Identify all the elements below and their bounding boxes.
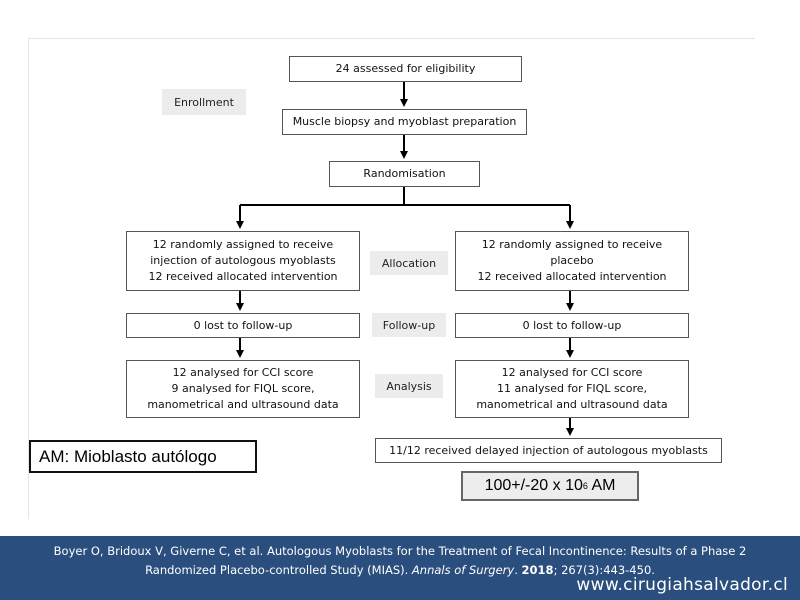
assessed-text: 24 assessed for eligibility bbox=[335, 62, 476, 75]
citation-title-end: Randomized Placebo-controlled Study (MIA… bbox=[145, 563, 412, 577]
enrollment-text: Enrollment bbox=[174, 95, 234, 109]
note-am-text: AM: Mioblasto autólogo bbox=[39, 446, 217, 466]
dose-suffix: AM bbox=[587, 477, 616, 494]
stage-label-analysis: Analysis bbox=[375, 374, 443, 398]
citation-sep: . bbox=[514, 563, 522, 577]
dose-exponent: 6 bbox=[582, 481, 588, 491]
biopsy-text: Muscle biopsy and myoblast preparation bbox=[292, 115, 517, 128]
citation-line-1: Boyer O, Bridoux V, Giverne C, et al. Au… bbox=[53, 544, 747, 558]
left-analysis-line-2: 9 analysed for FIQL score, bbox=[171, 382, 315, 395]
box-left-followup: 0 lost to follow-up bbox=[126, 313, 360, 338]
footer-band bbox=[0, 536, 800, 600]
left-followup-text: 0 lost to follow-up bbox=[193, 318, 293, 332]
analysis-text: Analysis bbox=[386, 379, 432, 393]
box-right-followup: 0 lost to follow-up bbox=[455, 313, 689, 338]
stage-label-enrollment: Enrollment bbox=[162, 89, 246, 115]
right-allocation-line-1: 12 randomly assigned to receive bbox=[481, 238, 663, 251]
website-link[interactable]: www.cirugiahsalvador.cl bbox=[576, 575, 788, 595]
right-allocation-line-2: placebo bbox=[550, 254, 594, 267]
dose-prefix: 100+/-20 x 10 bbox=[484, 477, 583, 494]
followup-text: Follow-up bbox=[382, 318, 436, 332]
box-biopsy: Muscle biopsy and myoblast preparation bbox=[282, 109, 527, 135]
box-delayed-injection: 11/12 received delayed injection of auto… bbox=[375, 438, 722, 463]
box-right-allocation: 12 randomly assigned to receive placebo … bbox=[455, 231, 689, 291]
citation-volume: ; 267(3):443-450. bbox=[553, 563, 655, 577]
box-assessed: 24 assessed for eligibility bbox=[289, 56, 522, 82]
right-analysis-line-2: 11 analysed for FIQL score, bbox=[496, 382, 648, 395]
randomisation-text: Randomisation bbox=[363, 167, 446, 180]
citation-line-2: Randomized Placebo-controlled Study (MIA… bbox=[0, 561, 800, 580]
left-allocation-line-2: injection of autologous myoblasts bbox=[150, 254, 336, 267]
left-allocation-line-3: 12 received allocated intervention bbox=[148, 270, 338, 283]
citation: Boyer O, Bridoux V, Giverne C, et al. Au… bbox=[0, 542, 800, 580]
allocation-text: Allocation bbox=[381, 256, 437, 270]
delayed-text: 11/12 received delayed injection of auto… bbox=[389, 443, 708, 457]
box-randomisation: Randomisation bbox=[329, 161, 480, 187]
citation-journal: Annals of Surgery bbox=[411, 563, 515, 577]
citation-year: 2018 bbox=[521, 563, 554, 577]
right-analysis-line-3: manometrical and ultrasound data bbox=[476, 398, 668, 411]
box-left-analysis: 12 analysed for CCI score 9 analysed for… bbox=[126, 360, 360, 418]
stage-label-followup: Follow-up bbox=[372, 313, 446, 337]
left-analysis-line-1: 12 analysed for CCI score bbox=[172, 366, 314, 379]
stage-label-allocation: Allocation bbox=[370, 251, 448, 275]
box-left-allocation: 12 randomly assigned to receive injectio… bbox=[126, 231, 360, 291]
right-analysis-line-1: 12 analysed for CCI score bbox=[501, 366, 643, 379]
box-right-analysis: 12 analysed for CCI score 11 analysed fo… bbox=[455, 360, 689, 418]
left-allocation-line-1: 12 randomly assigned to receive bbox=[152, 238, 334, 251]
left-analysis-line-3: manometrical and ultrasound data bbox=[147, 398, 339, 411]
note-am-legend: AM: Mioblasto autólogo bbox=[29, 440, 257, 473]
right-allocation-line-3: 12 received allocated intervention bbox=[477, 270, 667, 283]
right-followup-text: 0 lost to follow-up bbox=[522, 318, 622, 332]
